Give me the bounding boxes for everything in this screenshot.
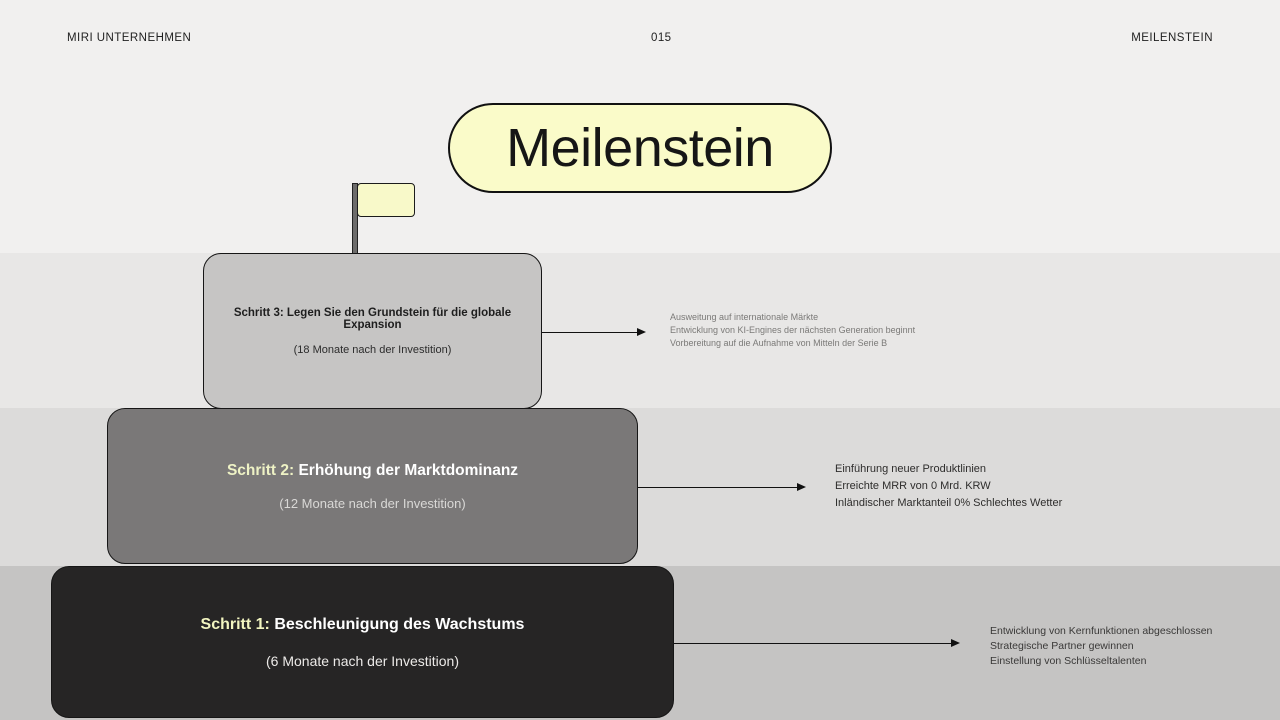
detail-line: Strategische Partner gewinnen (990, 639, 1134, 652)
detail-line: Vorbereitung auf die Aufnahme von Mittel… (670, 338, 888, 348)
step-2-box: Schritt 2: Erhöhung der Marktdominanz (1… (107, 408, 638, 564)
detail-line: Entwicklung von KI-Engines der nächsten … (670, 325, 916, 335)
flag-icon (357, 183, 415, 217)
step-2-prefix: Schritt 2: (226, 461, 295, 479)
step-2-label: Erhöhung der Marktdominanz (298, 461, 519, 479)
step-3-title: Schritt 3: Legen Sie den Grundstein für … (204, 307, 541, 331)
step-3-box: Schritt 3: Legen Sie den Grundstein für … (203, 253, 542, 409)
step-1-label: Beschleunigung des Wachstums (274, 615, 525, 633)
step-3-prefix: Schritt 3: (233, 306, 284, 319)
detail-line: Inländischer Marktanteil 0% Schlechtes W… (835, 496, 1063, 509)
step-1-title: Schritt 1: Beschleunigung des Wachstums (201, 616, 525, 634)
step-3-timeline: (18 Monate nach der Investition) (293, 343, 452, 356)
slide-header: MIRI UNTERNEHMEN 015 MEILENSTEIN (0, 32, 1280, 44)
detail-line: Erreichte MRR von 0 Mrd. KRW (835, 479, 991, 492)
step-3-label: Legen Sie den Grundstein für die globale… (286, 306, 512, 331)
step-3-details: Ausweitung auf internationale Märkte Ent… (670, 311, 915, 350)
detail-line: Ausweitung auf internationale Märkte (670, 312, 819, 322)
page-title: Meilenstein (506, 118, 774, 178)
arrow-step-3 (542, 328, 646, 336)
detail-line: Einführung neuer Produktlinien (835, 463, 987, 475)
step-2-title: Schritt 2: Erhöhung der Marktdominanz (227, 462, 518, 480)
step-2-details: Einführung neuer Produktlinien Erreichte… (835, 461, 1062, 511)
header-company: MIRI UNTERNEHMEN (67, 32, 192, 44)
title-pill: Meilenstein (448, 103, 832, 193)
detail-line: Einstellung von Schlüsseltalenten (990, 654, 1147, 667)
detail-line: Entwicklung von Kernfunktionen abgeschlo… (990, 625, 1213, 637)
step-1-timeline: (6 Monate nach der Investition) (266, 652, 459, 669)
step-1-box: Schritt 1: Beschleunigung des Wachstums … (51, 566, 674, 718)
arrow-step-1 (674, 639, 960, 647)
header-section: MEILENSTEIN (1131, 32, 1213, 44)
header-page-number: 015 (650, 32, 672, 44)
step-2-timeline: (12 Monate nach der Investition) (279, 495, 466, 511)
step-1-details: Entwicklung von Kernfunktionen abgeschlo… (990, 624, 1212, 668)
arrow-step-2 (638, 483, 806, 491)
step-1-prefix: Schritt 1: (200, 615, 270, 633)
